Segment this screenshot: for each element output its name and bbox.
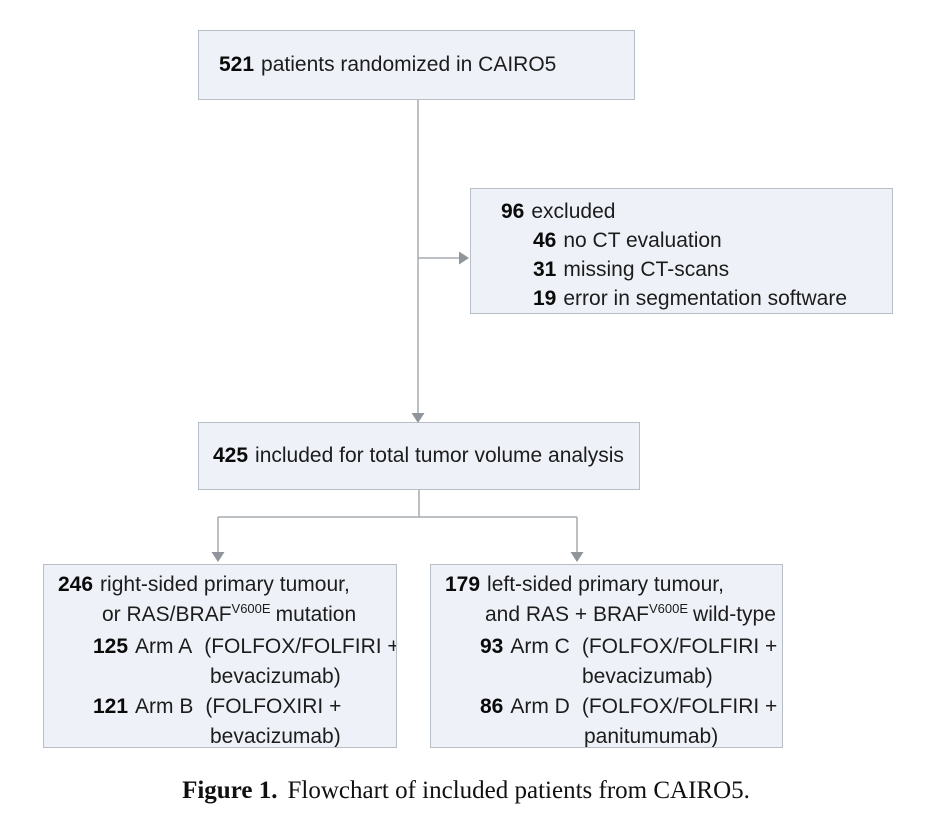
left-sided-wildtype-post: wild-type	[693, 603, 776, 626]
arm-b-regimen-cont-text: bevacizumab)	[210, 725, 341, 748]
right-sided-mutation-pre: or RAS/BRAF	[102, 603, 232, 626]
included-text: included for total tumor volume analysis	[255, 444, 624, 467]
excluded-text: excluded	[531, 200, 616, 223]
left-sided-line-1: 179 left-sided primary tumour,	[431, 570, 782, 600]
right-sided-mutation-post: mutation	[275, 603, 357, 626]
randomized-text: patients randomized in CAIRO5	[261, 53, 557, 76]
arm-b-count: 121	[93, 695, 129, 718]
figure-caption-label: Figure 1.	[182, 777, 278, 804]
arm-d-label: Arm D	[510, 695, 570, 718]
included-count: 425	[213, 444, 249, 467]
arm-b-regimen-cont: bevacizumab)	[44, 722, 396, 748]
left-sided-text: left-sided primary tumour,	[487, 573, 724, 596]
arm-b-line: 121 Arm B (FOLFOXIRI +	[44, 692, 396, 722]
included-line: 425 included for total tumor volume analy…	[213, 444, 624, 468]
arm-c-regimen: (FOLFOX/FOLFIRI +	[581, 635, 778, 658]
arrowhead-down-left-sided-icon	[570, 552, 584, 562]
excluded-reason-1-count: 46	[533, 229, 557, 252]
arm-c-label: Arm C	[510, 635, 570, 658]
arrowhead-down-right-sided-icon	[211, 552, 225, 562]
left-sided-wildtype-pre: and RAS + BRAF	[485, 603, 649, 626]
arm-a-line: 125 Arm A (FOLFOX/FOLFIRI +	[44, 632, 396, 662]
box-randomized: 521 patients randomized in CAIRO5	[198, 30, 635, 100]
excluded-line-2: 46 no CT evaluation	[471, 226, 892, 255]
arrowhead-right-excluded-icon	[459, 251, 469, 265]
arm-b-label: Arm B	[135, 695, 194, 718]
excluded-line-4: 19 error in segmentation software	[471, 284, 892, 313]
randomized-line: 521 patients randomized in CAIRO5	[219, 53, 556, 77]
arm-a-count: 125	[93, 635, 129, 658]
arm-d-count: 86	[480, 695, 504, 718]
arm-a-regimen: (FOLFOX/FOLFIRI +	[204, 635, 397, 658]
right-sided-line-1: 246 right-sided primary tumour,	[44, 570, 396, 600]
excluded-reason-2-text: missing CT-scans	[563, 258, 730, 281]
arm-a-regimen-cont: bevacizumab)	[44, 662, 396, 692]
arm-c-count: 93	[480, 635, 504, 658]
left-sided-line-2: and RAS + BRAFV600E wild-type	[431, 600, 782, 632]
box-included: 425 included for total tumor volume analy…	[198, 422, 640, 490]
excluded-reason-3-count: 19	[533, 287, 557, 310]
arm-d-line: 86 Arm D (FOLFOX/FOLFIRI +	[431, 692, 782, 722]
figure-caption: Figure 1. Flowchart of included patients …	[0, 777, 932, 805]
excluded-line-1: 96 excluded	[471, 197, 892, 226]
excluded-reason-2-count: 31	[533, 258, 557, 281]
excluded-line-3: 31 missing CT-scans	[471, 255, 892, 284]
right-sided-line-2: or RAS/BRAFV600E mutation	[44, 600, 396, 632]
box-right-sided-tumour: 246 right-sided primary tumour, or RAS/BR…	[43, 564, 397, 748]
arm-c-regimen-cont: bevacizumab)	[431, 662, 782, 692]
box-left-sided-tumour: 179 left-sided primary tumour, and RAS + …	[430, 564, 783, 748]
arm-c-line: 93 Arm C (FOLFOX/FOLFIRI +	[431, 632, 782, 662]
arm-b-regimen: (FOLFOXIRI +	[205, 695, 342, 718]
right-sided-mutation-sup: V600E	[231, 601, 271, 616]
arm-a-regimen-cont-text: bevacizumab)	[210, 665, 341, 688]
arm-d-regimen-cont-text: panitumumab)	[584, 725, 719, 748]
excluded-reason-1-text: no CT evaluation	[563, 229, 722, 252]
randomized-count: 521	[219, 53, 255, 76]
right-sided-text: right-sided primary tumour,	[100, 573, 350, 596]
left-sided-wildtype-sup: V600E	[649, 601, 689, 616]
arm-d-regimen-cont: panitumumab)	[431, 722, 782, 748]
arm-a-label: Arm A	[135, 635, 193, 658]
excluded-count: 96	[501, 200, 525, 223]
excluded-reason-3-text: error in segmentation software	[563, 287, 847, 310]
right-sided-count: 246	[58, 573, 94, 596]
arm-d-regimen: (FOLFOX/FOLFIRI +	[581, 695, 778, 718]
figure-caption-text: Flowchart of included patients from CAIR…	[287, 777, 750, 804]
left-sided-count: 179	[445, 573, 481, 596]
arm-c-regimen-cont-text: bevacizumab)	[582, 665, 713, 688]
box-excluded: 96 excluded 46 no CT evaluation 31 missing …	[470, 188, 893, 314]
